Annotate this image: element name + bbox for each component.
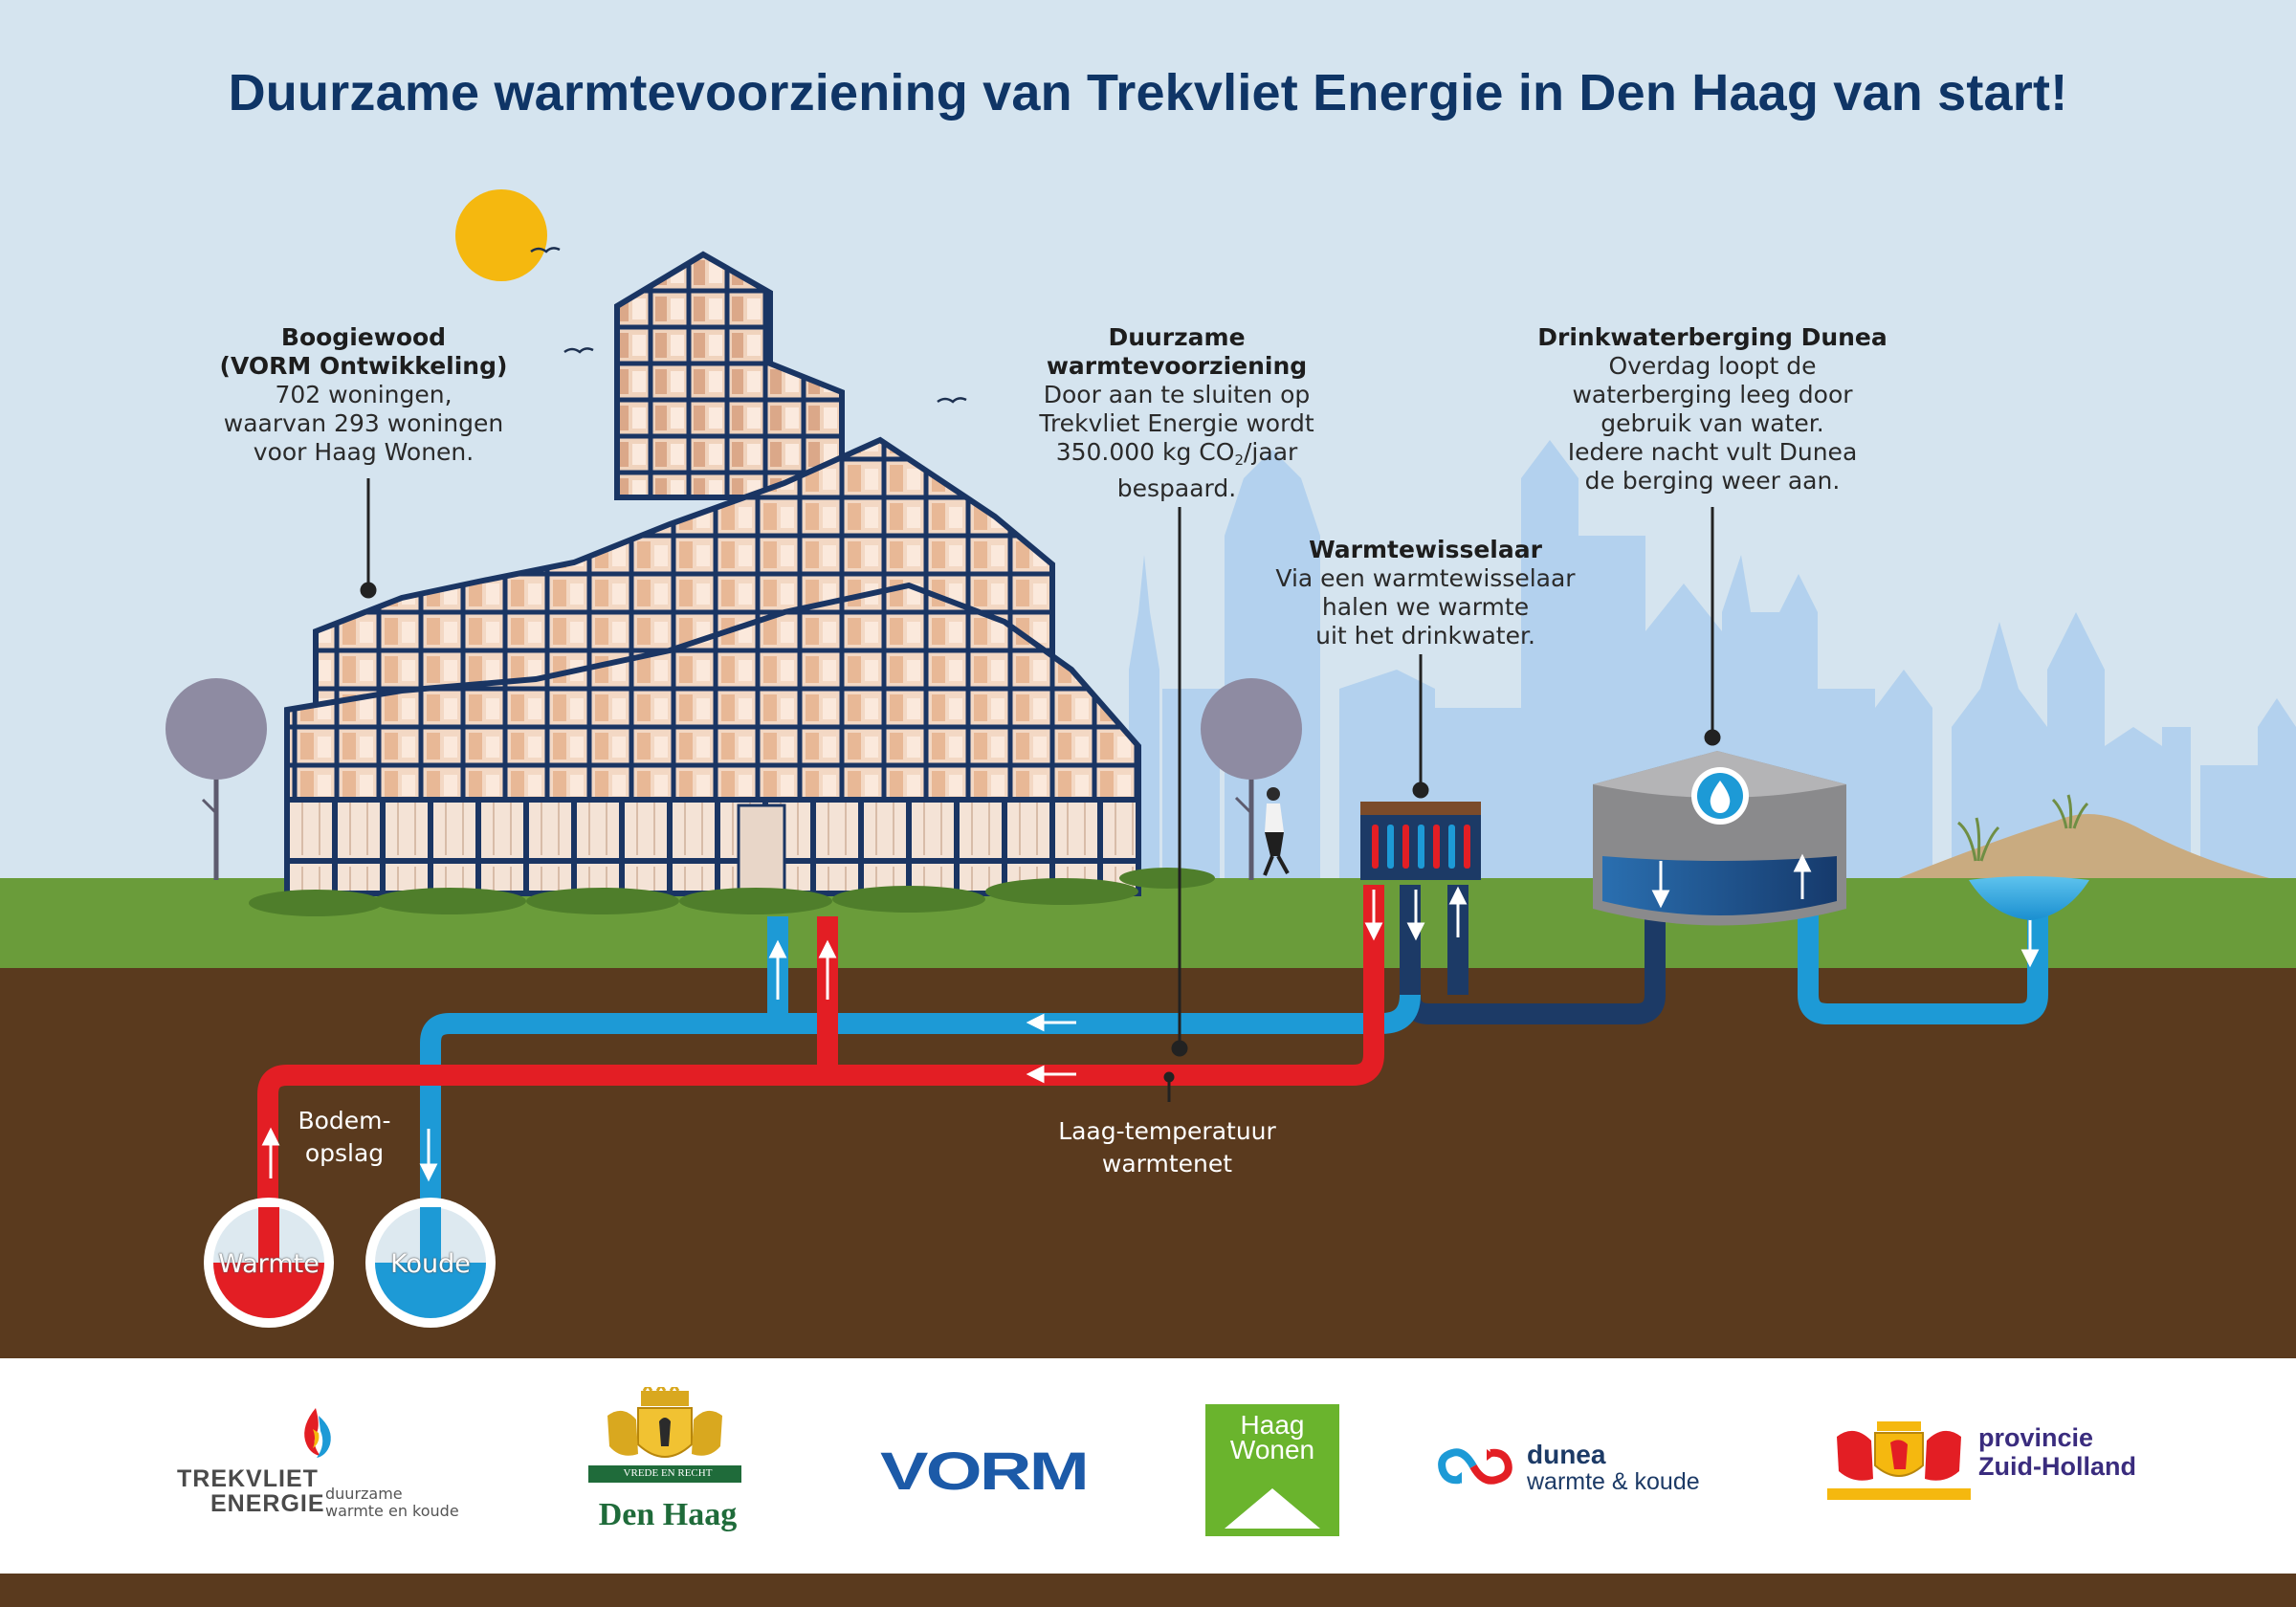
hedge bbox=[249, 868, 1215, 916]
arrow-down-icon bbox=[2020, 918, 2040, 968]
haag-wonen-line2: Wonen bbox=[1229, 1435, 1315, 1464]
callout-line: de berging weer aan. bbox=[1584, 467, 1841, 495]
warmte-label: Warmte bbox=[218, 1249, 320, 1279]
label-line: warmtenet bbox=[1101, 1150, 1233, 1178]
per-year: /jaar bbox=[1244, 438, 1298, 466]
dunea-name: dunea bbox=[1527, 1440, 1606, 1469]
bird-icon bbox=[937, 397, 967, 404]
bird-icon bbox=[530, 247, 561, 253]
den-haag-crest-icon bbox=[588, 1387, 741, 1483]
callout-line: gebruik van water. bbox=[1601, 409, 1824, 437]
trekvliet-tag2: warmte en koude bbox=[325, 1502, 459, 1520]
vorm-name: VORM bbox=[880, 1441, 1090, 1501]
reed-icon bbox=[1957, 817, 2000, 862]
bird-icon bbox=[563, 347, 594, 354]
arrow-left-icon bbox=[1026, 1013, 1076, 1032]
trekvliet-tag1: duurzame bbox=[325, 1485, 403, 1503]
haag-wonen-line1: Haag bbox=[1240, 1410, 1305, 1440]
callout-dunea: Drinkwaterberging Dunea Overdag loopt de… bbox=[1521, 323, 1904, 495]
logo-haag-wonen: Haag Wonen bbox=[1205, 1404, 1339, 1536]
koude-well bbox=[365, 1198, 496, 1328]
cold-pipe bbox=[420, 994, 1421, 1205]
warmtenet-label: Laag-temperatuur warmtenet bbox=[1024, 1115, 1311, 1180]
arrow-up-icon bbox=[768, 939, 787, 1000]
page-title: Duurzame warmtevoorziening van Trekvliet… bbox=[228, 64, 2068, 121]
roof-icon bbox=[1225, 1488, 1320, 1529]
arrow-left-icon bbox=[1026, 1065, 1076, 1084]
callout-line: Iedere nacht vult Dunea bbox=[1567, 438, 1858, 466]
callout-line: halen we warmte bbox=[1321, 593, 1530, 621]
callout-line: voor Haag Wonen. bbox=[253, 438, 475, 466]
callout-heading: warmtevoorziening bbox=[1046, 352, 1308, 380]
arrow-up-icon bbox=[818, 939, 837, 1000]
flame-icon bbox=[304, 1408, 331, 1458]
logo-dunea: dunea warmte & koude bbox=[1435, 1440, 1722, 1507]
arrow-down-icon bbox=[419, 1129, 438, 1182]
logo-vorm: VORM bbox=[880, 1440, 1090, 1501]
pond bbox=[1969, 876, 2089, 920]
trekvliet-line1: TREKVLIET bbox=[177, 1465, 319, 1492]
arrow-down-icon bbox=[1406, 890, 1425, 941]
warmte-well bbox=[204, 1198, 334, 1328]
callout-warmtewisselaar: Warmtewisselaar Via een warmtewisselaar … bbox=[1253, 536, 1598, 650]
drinkwater-pipe bbox=[1798, 909, 2048, 1024]
provincie-line1: provincie bbox=[1978, 1423, 2094, 1452]
label-line: Laag-temperatuur bbox=[1058, 1117, 1276, 1145]
provincie-line2: Zuid-Holland bbox=[1978, 1452, 2136, 1481]
bodemopslag-label: Bodem- opslag bbox=[287, 1105, 402, 1170]
trekvliet-line2: ENERGIE bbox=[210, 1490, 325, 1517]
logo-den-haag: VREDE EN RECHT Den Haag bbox=[584, 1387, 746, 1540]
callout-line: waterberging leeg door bbox=[1572, 381, 1853, 408]
callout-line: 702 woningen, bbox=[275, 381, 453, 408]
provincie-crest-icon bbox=[1827, 1421, 1971, 1500]
label-line: Bodem- bbox=[298, 1107, 391, 1134]
callout-duurzame: Duurzame warmtevoorziening Door aan te s… bbox=[985, 323, 1368, 503]
callout-line: bespaard. bbox=[1116, 474, 1237, 502]
callout-heading: (VORM Ontwikkeling) bbox=[219, 352, 508, 380]
arrow-down-icon bbox=[1364, 890, 1383, 941]
sun bbox=[455, 189, 547, 281]
callout-line: waarvan 293 woningen bbox=[223, 409, 504, 437]
callout-line: Via een warmtewisselaar bbox=[1275, 564, 1576, 592]
flow-arrows bbox=[261, 886, 2040, 1182]
logo-bar: TREKVLIET ENERGIE duurzame warmte en kou… bbox=[0, 1358, 2296, 1574]
callout-line: uit het drinkwater. bbox=[1315, 622, 1535, 649]
heat-exchanger bbox=[1360, 802, 1481, 880]
water-tank bbox=[1593, 751, 1846, 926]
co2-subscript: 2 bbox=[1234, 451, 1244, 469]
callout-lines bbox=[360, 478, 1721, 1102]
footer-band bbox=[0, 1574, 2296, 1607]
callout-line: Door aan te sluiten op bbox=[1043, 381, 1311, 408]
arrow-up-icon bbox=[1448, 886, 1468, 937]
dunea-loop-icon bbox=[1438, 1448, 1512, 1485]
label-line: opslag bbox=[304, 1139, 385, 1167]
tree-middle bbox=[1201, 678, 1302, 880]
callout-line: Overdag loopt de bbox=[1608, 352, 1817, 380]
dune-hill bbox=[1894, 813, 2277, 880]
arrow-up-icon bbox=[261, 1127, 280, 1178]
callout-line: 350.000 kg CO2/jaar bbox=[985, 438, 1368, 474]
walking-person bbox=[1263, 787, 1290, 876]
co2-amount: 350.000 kg CO bbox=[1055, 438, 1235, 466]
callout-heading: Warmtewisselaar bbox=[1309, 536, 1542, 563]
den-haag-name: Den Haag bbox=[598, 1497, 738, 1532]
logo-provincie: provincie Zuid-Holland bbox=[1827, 1416, 2143, 1511]
boogiewood-building bbox=[284, 251, 1141, 896]
den-haag-ribbon: VREDE EN RECHT bbox=[623, 1467, 713, 1479]
callout-boogiewood: Boogiewood (VORM Ontwikkeling) 702 wonin… bbox=[172, 323, 555, 467]
reed-icon bbox=[2051, 794, 2089, 829]
callout-line: Trekvliet Energie wordt bbox=[1039, 409, 1314, 437]
koude-label: Koude bbox=[390, 1249, 471, 1279]
callout-heading: Boogiewood bbox=[280, 323, 447, 351]
callout-heading: Drinkwaterberging Dunea bbox=[1537, 323, 1888, 351]
logo-trekvliet: TREKVLIET ENERGIE duurzame warmte en kou… bbox=[177, 1406, 464, 1521]
tree-left bbox=[166, 678, 267, 880]
dunea-sub: warmte & koude bbox=[1527, 1468, 1700, 1495]
callout-heading: Duurzame bbox=[1108, 323, 1246, 351]
